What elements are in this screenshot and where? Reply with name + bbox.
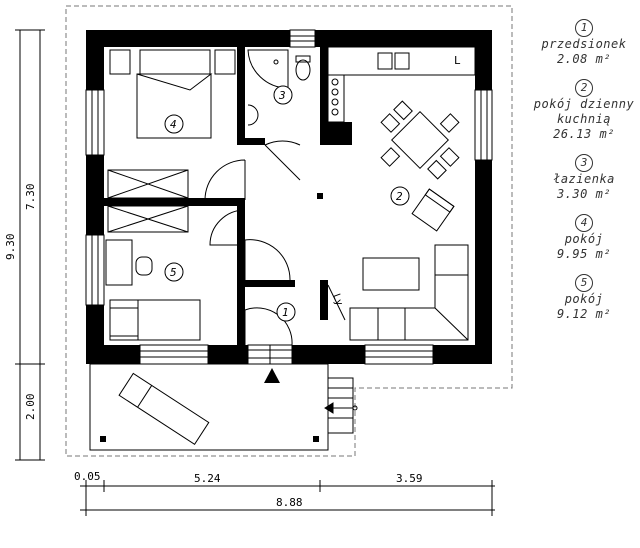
legend-number: 2 — [575, 79, 593, 97]
legend-room-area: 26.13 m² — [553, 127, 615, 141]
dim-left-terrace: 2.00 — [24, 394, 37, 421]
legend-room-area: 9.95 m² — [556, 247, 612, 261]
column — [100, 436, 106, 442]
dimension-lines-left — [15, 29, 45, 461]
room-4-marker: 4 — [170, 118, 177, 131]
dimension-lines-bottom — [80, 480, 495, 516]
armchair — [411, 188, 455, 232]
dim-left-house: 7.30 — [24, 184, 37, 211]
legend-room-area: 9.12 m² — [556, 307, 612, 321]
entry-door — [248, 345, 292, 364]
dim-left-total: 9.30 — [4, 234, 17, 261]
room-markers — [164, 85, 410, 322]
legend-number: 1 — [575, 19, 593, 37]
legend-room-name: łazienka — [553, 172, 615, 186]
plot-outline — [65, 5, 513, 457]
room-2-marker: 2 — [396, 190, 403, 203]
bed-room-5 — [105, 239, 201, 341]
legend-item: 3 łazienka 3.30 m² — [528, 151, 640, 202]
fridge-label: L — [454, 54, 461, 67]
dim-bottom-right: 3.59 — [396, 472, 423, 485]
legend-number: 3 — [575, 154, 593, 172]
legend-room-name: przedsionek — [541, 37, 627, 51]
terrace — [89, 363, 358, 451]
entrance-arrow-icon — [264, 368, 280, 383]
legend-item: 4 pokój 9.95 m² — [528, 211, 640, 262]
legend-room-area: 3.30 m² — [556, 187, 612, 201]
bed-room-4 — [107, 49, 236, 233]
legend-number: 4 — [575, 214, 593, 232]
legend-number: 5 — [575, 274, 593, 292]
dining-set — [380, 100, 460, 180]
legend-room-name-line2: kuchnią — [556, 112, 612, 126]
stair-mark-label: Ly — [330, 292, 344, 307]
legend-room-name: pokój — [564, 232, 604, 246]
dim-bottom-small: 0.05 — [74, 470, 101, 483]
room-5-marker: 5 — [170, 266, 177, 279]
legend-room-area: 2.08 m² — [556, 52, 612, 66]
column — [313, 436, 319, 442]
legend-item: 5 pokój 9.12 m² — [528, 271, 640, 322]
legend-room-name: pokój dzienny — [533, 97, 635, 111]
corner-sofa — [349, 244, 469, 341]
dim-bottom-left: 5.24 — [194, 472, 221, 485]
stair-mark — [327, 284, 346, 321]
room-3-marker: 3 — [278, 89, 286, 102]
room-legend: 1 przedsionek 2.08 m² 2 pokój dzienny ku… — [528, 16, 640, 331]
column — [317, 193, 323, 199]
room-1-marker: 1 — [282, 306, 289, 319]
legend-item: 2 pokój dzienny kuchnią 26.13 m² — [528, 76, 640, 142]
interior-walls — [104, 47, 352, 345]
legend-room-name: pokój — [564, 292, 604, 306]
dim-bottom-total: 8.88 — [276, 496, 303, 509]
kitchen-counter — [327, 46, 476, 123]
legend-item: 1 przedsionek 2.08 m² — [528, 16, 640, 67]
